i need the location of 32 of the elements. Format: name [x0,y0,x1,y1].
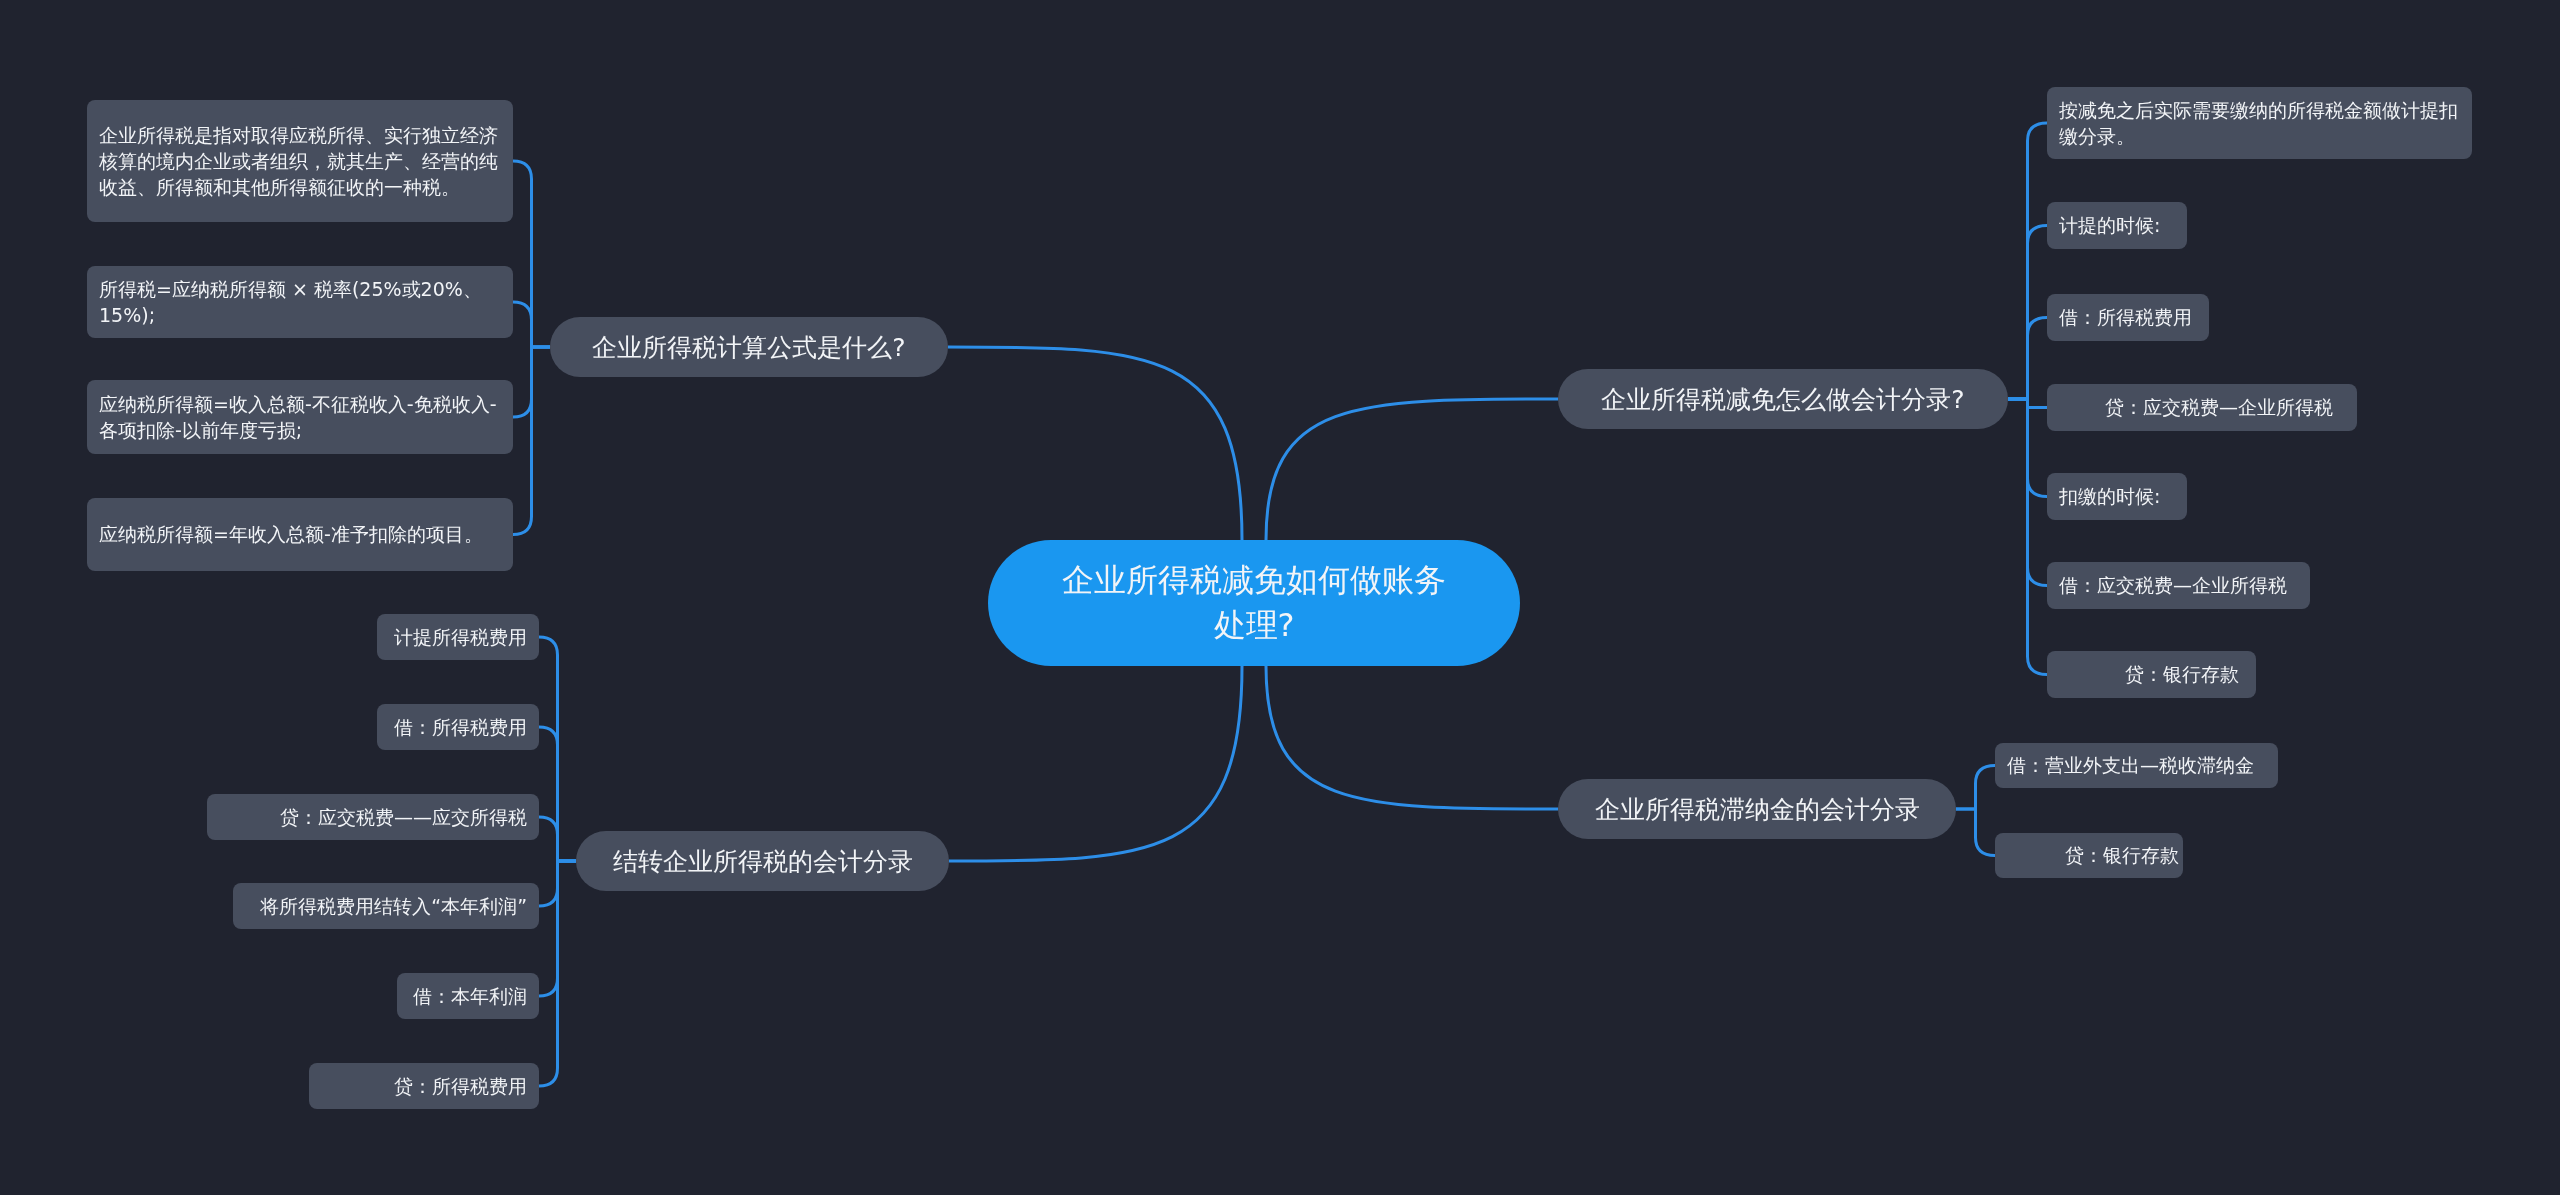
subtopic-bubble: 企业所得税计算公式是什么? [550,317,948,377]
note-box: 应纳税所得额=年收入总额-准予扣除的项目。 [87,498,513,571]
note-box: 应纳税所得额=收入总额-不征税收入-免税收入-各项扣除-以前年度亏损; [87,380,513,454]
connector-line [1956,807,1997,857]
note-box: 所得税=应纳税所得额 × 税率(25%或20%、15%); [87,266,513,338]
note-box: 企业所得税是指对取得应税所得、实行独立经济核算的境内企业或者组织，就其生产、经营的纯收益、所得额和其他所得额征收的一种税。 [87,100,513,222]
note-box: 贷：银行存款 [2047,651,2256,698]
note-box: 贷：应交税费—企业所得税 [2047,384,2357,431]
note-box: 贷：应交税费——应交所得税 [207,794,539,840]
connector-line [537,859,576,1088]
connector-line [948,345,1244,541]
note-box: 借：应交税费—企业所得税 [2047,562,2310,609]
note-box: 借：所得税费用 [2047,294,2209,341]
connector-line [511,345,550,536]
topic-bubble: 企业所得税减免如何做账务处理? [988,540,1520,666]
connector-line [2008,397,2049,676]
connector-line [1264,397,1558,541]
subtopic-bubble: 结转企业所得税的会计分录 [576,831,949,891]
note-box: 计提的时候: [2047,202,2187,249]
note-box: 按减免之后实际需要缴纳的所得税金额做计提扣缴分录。 [2047,87,2472,159]
subtopic-bubble: 企业所得税减免怎么做会计分录? [1558,369,2008,429]
note-box: 计提所得税费用 [377,614,539,660]
note-box: 将所得税费用结转入“本年利润” [233,883,539,929]
note-box: 贷：银行存款 [1995,833,2183,878]
note-box: 借：所得税费用 [377,704,539,750]
note-box: 借：本年利润 [397,973,539,1019]
note-box: 扣缴的时候: [2047,473,2187,520]
subtopic-bubble: 企业所得税滞纳金的会计分录 [1558,779,1956,839]
note-box: 借：营业外支出—税收滞纳金 [1995,743,2278,788]
connector-line [949,665,1244,863]
note-box: 贷：所得税费用 [309,1063,539,1109]
connector-line [1264,665,1558,811]
